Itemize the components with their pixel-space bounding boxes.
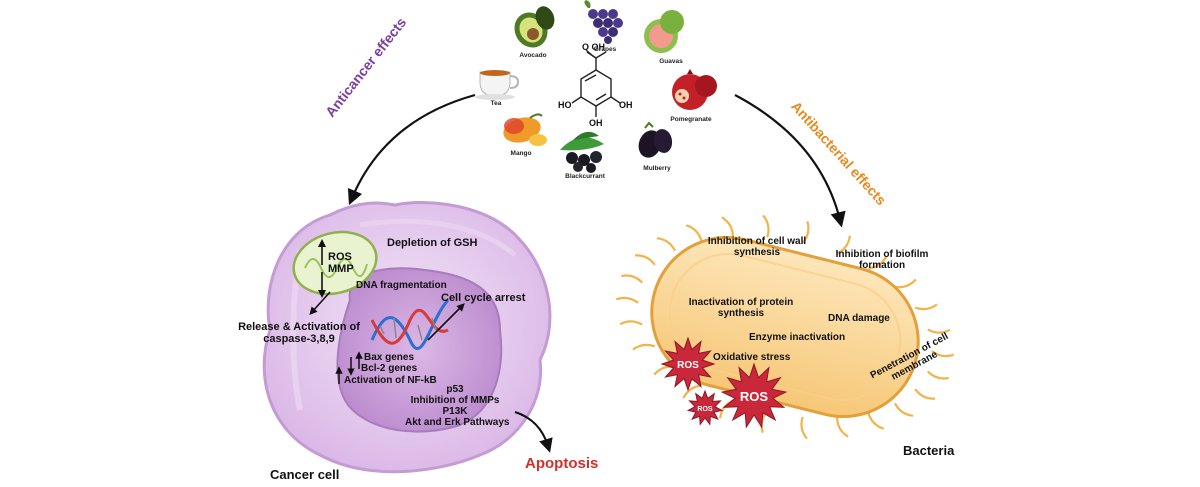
cell-wall-label: Inhibition of cell wall synthesis: [692, 236, 822, 258]
dna-fragmentation-label: DNA fragmentation: [356, 280, 447, 291]
flagellum: [801, 220, 810, 244]
flagellum: [619, 320, 643, 326]
caspase-line-2: caspase-3,8,9: [263, 333, 335, 346]
mmp-label: MMP: [328, 263, 354, 275]
caspase-label: Release & Activation of caspase-3,8,9: [237, 321, 361, 345]
svg-text:ROS: ROS: [697, 406, 713, 413]
dna-helix-icon: [370, 298, 450, 350]
flagellum: [927, 328, 951, 334]
guava-icon: [644, 10, 684, 53]
avocado-icon: [514, 6, 555, 48]
flagellum: [621, 274, 644, 284]
cancer-cell-label: Cancer cell: [270, 467, 340, 482]
flagellum: [800, 416, 808, 440]
mmps-line: Inhibition of MMPs: [410, 395, 500, 406]
bax-label: Bax genes: [364, 352, 415, 363]
molecule-top-group: O OH: [582, 42, 605, 52]
protein-line-2: synthesis: [717, 308, 765, 319]
pomegranate-icon: [672, 69, 717, 110]
blackcurrant-label: Blackcurrant: [565, 173, 605, 180]
avocado-label: Avocado: [519, 52, 547, 59]
tea-label: Tea: [490, 100, 502, 107]
biofilm-label: Inhibition of biofilm formation: [822, 249, 942, 271]
p53-line: p53: [446, 384, 464, 395]
nfkb-label: Activation of NF-kB: [344, 375, 437, 386]
cancer-cell: [262, 201, 552, 474]
flagellum: [721, 216, 734, 237]
biofilm-line-1: Inhibition of biofilm: [835, 249, 929, 260]
protein-line-1: Inactivation of protein: [688, 297, 794, 308]
cell-wall-line-1: Inhibition of cell wall: [707, 236, 807, 247]
mitochondrion-icon: [292, 230, 378, 296]
enzyme-inactivation-label: Enzyme inactivation: [749, 332, 846, 343]
gsh-label: Depletion of GSH: [387, 237, 478, 249]
akt-line: Akt and Erk Pathways: [405, 417, 510, 428]
caspase-line-1: Release & Activation of: [238, 321, 360, 333]
bcl2-label: Bcl-2 genes: [361, 363, 418, 374]
flagellum: [836, 235, 851, 255]
molecule-ho-left: HO: [558, 100, 572, 110]
apoptosis-arrow: [514, 411, 553, 453]
protein-synthesis-label: Inactivation of protein synthesis: [676, 297, 806, 319]
flagellum: [867, 412, 885, 430]
biofilm-line-2: formation: [858, 260, 906, 271]
mango-label: Mango: [510, 150, 532, 157]
flagellum: [914, 388, 936, 400]
flagellum: [762, 214, 770, 238]
pomegranate-label: Pomegranate: [670, 116, 712, 123]
flagellum: [632, 343, 656, 351]
mango-icon: [503, 113, 547, 146]
flagellum: [914, 303, 938, 311]
flagellum: [868, 255, 888, 270]
anticancer-arrow: [347, 93, 476, 206]
antibacterial-arrow: [734, 94, 846, 228]
bacteria-label: Bacteria: [903, 443, 955, 458]
ros-burst-1: ROS: [660, 336, 716, 392]
ros-burst-2: ROS: [720, 362, 788, 429]
flagellum: [634, 254, 656, 266]
mulberry-icon: [638, 121, 673, 158]
flagellum: [926, 370, 949, 380]
flagellum: [836, 417, 849, 438]
apoptosis-label: Apoptosis: [525, 455, 599, 472]
grapes-label: Grapes: [593, 46, 617, 53]
flagellum: [685, 224, 703, 242]
dna-damage-label: DNA damage: [828, 313, 890, 324]
cell-cycle-arrest-label: Cell cycle arrest: [441, 292, 526, 304]
tea-icon: [475, 70, 520, 100]
ros-label: ROS: [328, 251, 352, 263]
pathways-label: p53 Inhibition of MMPs P13K Akt and Erk …: [405, 384, 509, 428]
blackcurrant-icon: [560, 131, 604, 173]
flagellum: [894, 402, 914, 417]
svg-text:ROS: ROS: [740, 389, 769, 404]
guavas-label: Guavas: [659, 58, 683, 65]
flagellum: [682, 384, 702, 399]
gallic-acid-molecule: [571, 49, 621, 117]
p13k-line: P13K: [442, 406, 468, 417]
ros-burst-3: ROS: [686, 389, 724, 426]
oxidative-stress-label: Oxidative stress: [713, 352, 791, 363]
grapes-icon: [584, 0, 623, 44]
flagellum: [894, 278, 917, 289]
cell-wall-line-2: synthesis: [733, 247, 781, 258]
flagellum: [931, 350, 955, 358]
flagellum: [615, 296, 639, 304]
molecule-oh-right: OH: [619, 100, 633, 110]
flagellum: [656, 237, 676, 252]
mulberry-label: Mulberry: [643, 165, 671, 172]
molecule-oh-bottom: OH: [589, 118, 603, 128]
svg-text:ROS: ROS: [677, 360, 699, 371]
